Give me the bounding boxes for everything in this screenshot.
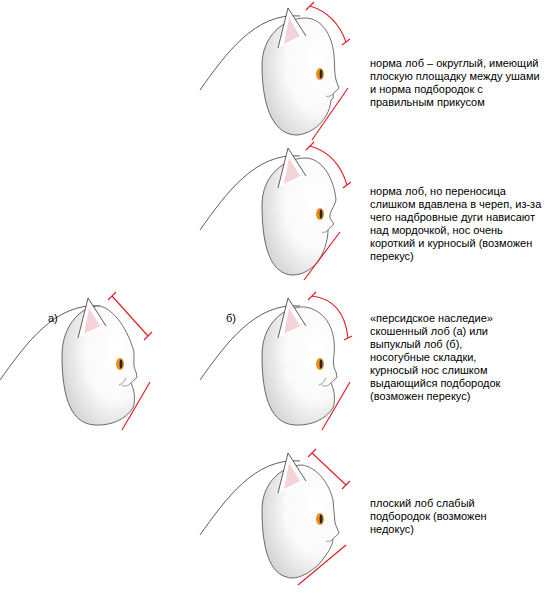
cat-sloped-forehead [0, 292, 152, 430]
variant-label: а) [48, 312, 58, 325]
cat-flat-forehead [200, 449, 350, 585]
description-text: плоский лоб слабый подбородок (возможен … [370, 497, 520, 536]
cat-short-nose [200, 142, 351, 280]
variant-label: б) [226, 312, 236, 325]
cat-norm [200, 2, 350, 140]
description-text: норма лоб – округлый, имеющий плоскую пл… [370, 57, 545, 109]
cat-convex-forehead [200, 292, 352, 430]
description-text: норма лоб, но переносица слишком вдавлен… [370, 185, 545, 263]
description-text: «персидское наследие» скошенный лоб (а) … [370, 312, 520, 403]
